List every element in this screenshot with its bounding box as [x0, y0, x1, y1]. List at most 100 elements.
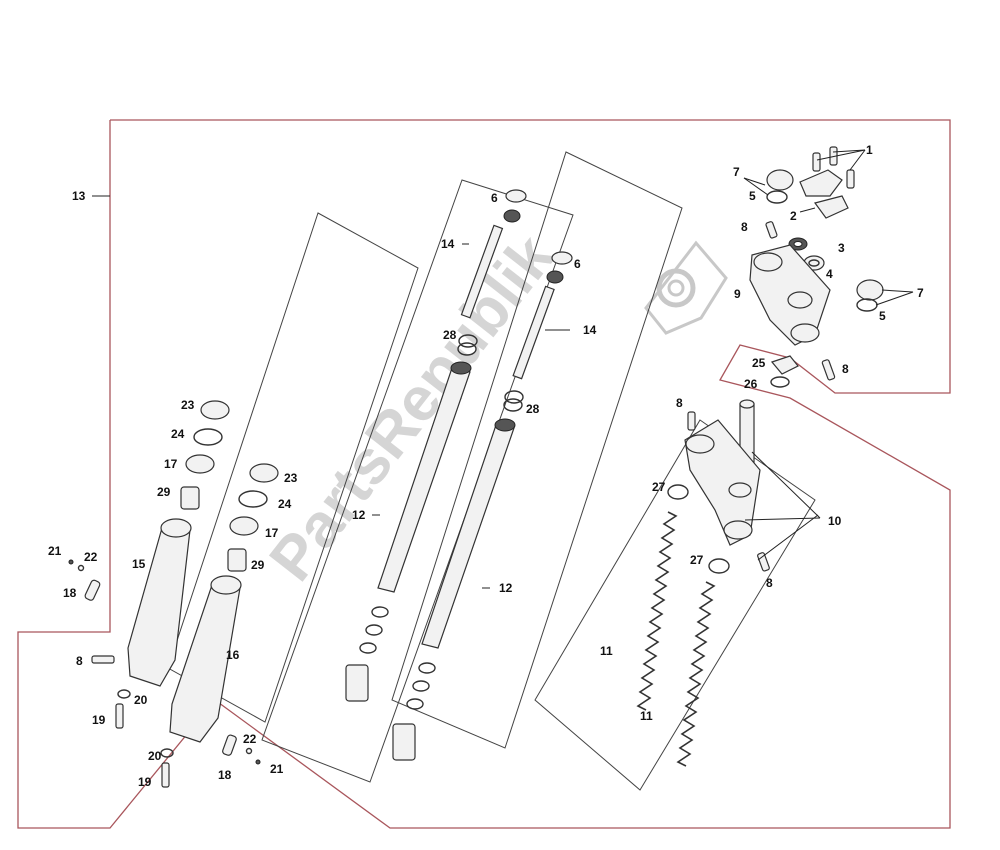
- seal-kit-right: [227, 463, 279, 572]
- bushing-28-left-b: [457, 342, 477, 356]
- callout-27: 27: [652, 480, 666, 494]
- callout-25: 25: [752, 356, 766, 370]
- callout-20: 20: [134, 693, 148, 707]
- callout-8: 8: [842, 362, 849, 376]
- steering-nut-25: [770, 355, 799, 375]
- steering-nut-3: [788, 237, 808, 251]
- washer-27-left: [667, 484, 689, 500]
- fork-leg-right: [169, 575, 242, 743]
- callout-24: 24: [171, 427, 185, 441]
- callout-29: 29: [251, 558, 265, 572]
- callout-1: 1: [866, 143, 873, 157]
- callout-8: 8: [766, 576, 773, 590]
- washer-22-left: [77, 564, 85, 572]
- callout-23: 23: [181, 398, 195, 412]
- screw-21-left: [68, 559, 74, 565]
- callout-2: 2: [790, 209, 797, 223]
- bushing-28-left: [458, 334, 478, 348]
- callout-20: 20: [148, 749, 162, 763]
- callout-5: 5: [749, 189, 756, 203]
- gear-icon: [644, 240, 728, 335]
- callout-24: 24: [278, 497, 292, 511]
- damper-rod-left: [460, 189, 527, 319]
- group-outline-left-slider: [167, 212, 419, 723]
- callout-18: 18: [63, 586, 77, 600]
- assembly-frame: [17, 119, 951, 829]
- callout-26: 26: [744, 377, 758, 391]
- bolt-19-left: [115, 703, 124, 729]
- group-outline-spring: [534, 419, 816, 791]
- bolt-8-lower: [757, 552, 770, 572]
- washer-27-right: [708, 558, 730, 574]
- bushing-28-right: [504, 390, 524, 404]
- callout-9: 9: [734, 287, 741, 301]
- callout-23: 23: [284, 471, 298, 485]
- callout-19: 19: [92, 713, 106, 727]
- callout-14: 14: [583, 323, 597, 337]
- callout-7: 7: [733, 165, 740, 179]
- group-outline-inner-tube: [261, 179, 574, 783]
- fork-spring-right: [676, 581, 716, 767]
- bolt-19-right: [161, 762, 170, 788]
- callout-12: 12: [499, 581, 513, 595]
- callout-21: 21: [270, 762, 284, 776]
- callout-21: 21: [48, 544, 62, 558]
- seal-kit-left: [180, 400, 230, 510]
- bolt-8-leg: [91, 655, 115, 664]
- callout-11: 11: [600, 644, 613, 658]
- callout-17: 17: [265, 526, 279, 540]
- lower-triple-clamp: [684, 419, 761, 546]
- callout-16: 16: [226, 648, 240, 662]
- inner-tube-right: [421, 418, 516, 649]
- callout-28: 28: [526, 402, 540, 416]
- callout-12: 12: [352, 508, 366, 522]
- bleed-screw-18-right: [222, 734, 237, 756]
- damper-rod-right: [512, 251, 573, 380]
- inner-tube-rings-left: [345, 606, 389, 702]
- callout-22: 22: [243, 732, 257, 746]
- washer-26: [770, 376, 790, 388]
- callout-8: 8: [741, 220, 748, 234]
- fork-spring-left: [636, 511, 678, 711]
- washer-20-right: [160, 748, 174, 758]
- callout-22: 22: [84, 550, 98, 564]
- callout-8: 8: [76, 654, 83, 668]
- callout-19: 19: [138, 775, 152, 789]
- callout-6: 6: [574, 257, 581, 271]
- handlebar-clamp-upper: [799, 169, 849, 219]
- callout-13: 13: [72, 189, 86, 203]
- bolt-8-stem: [687, 411, 696, 431]
- callout-4: 4: [826, 267, 833, 281]
- callout-11: 11: [640, 709, 653, 723]
- bushing-28-right-b: [503, 398, 523, 412]
- inner-tube-left: [377, 361, 472, 593]
- callout-15: 15: [132, 557, 146, 571]
- callout-5: 5: [879, 309, 886, 323]
- bleed-screw-18-left: [84, 579, 101, 601]
- callout-27: 27: [690, 553, 704, 567]
- callout-29: 29: [157, 485, 171, 499]
- callout-8: 8: [676, 396, 683, 410]
- callout-14: 14: [441, 237, 455, 251]
- callout-10: 10: [828, 514, 842, 528]
- fork-cap-right: [856, 279, 884, 312]
- group-outline-outer-tube: [391, 151, 683, 749]
- fork-leg-left: [127, 518, 192, 687]
- top-triple-clamp: [749, 244, 831, 346]
- callout-28: 28: [443, 328, 457, 342]
- washer-20-left: [117, 689, 131, 699]
- inner-tube-rings-right: [392, 662, 436, 761]
- bolt-8-clamp: [821, 359, 836, 381]
- callout-6: 6: [491, 191, 498, 205]
- leader-lines: [92, 149, 914, 589]
- screw-21-right: [255, 759, 261, 765]
- callout-3: 3: [838, 241, 845, 255]
- bolt-8-top: [765, 221, 778, 239]
- fork-cap-left: [766, 169, 794, 204]
- callout-18: 18: [218, 768, 232, 782]
- callout-7: 7: [917, 286, 924, 300]
- callout-17: 17: [164, 457, 178, 471]
- washer-22-right: [245, 747, 253, 755]
- callout-labels: 1 2 3 4 5 5 6 6 7 7 8 8 8 8 8 9 10 11 11…: [48, 143, 924, 789]
